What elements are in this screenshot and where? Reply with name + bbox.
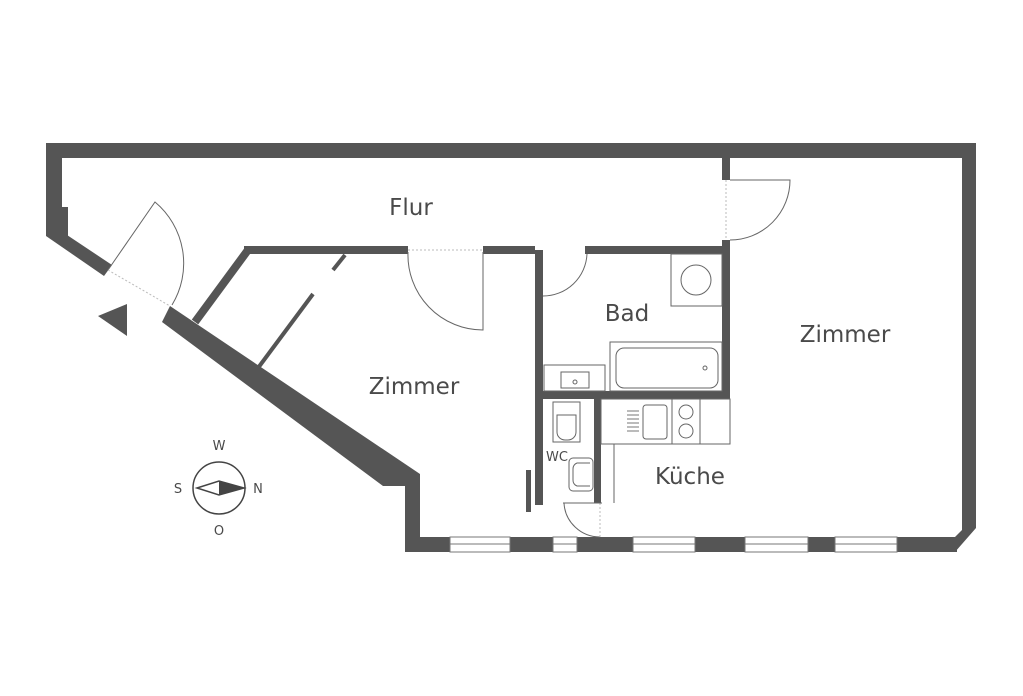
- entrance-arrow-icon: [98, 304, 127, 336]
- compass-o: O: [214, 524, 224, 539]
- toilet: [552, 401, 581, 443]
- bathtub: [609, 341, 723, 392]
- sink: [543, 364, 606, 392]
- room-label-zimmer-left: Zimmer: [369, 374, 460, 400]
- room-label-zimmer-right: Zimmer: [800, 322, 891, 348]
- windows: [449, 536, 898, 553]
- interior-walls: [191, 158, 730, 512]
- compass-icon: W S N O: [174, 439, 263, 539]
- bidet: [568, 457, 594, 492]
- kitchen-counter: [601, 443, 615, 503]
- compass-s: S: [174, 482, 182, 497]
- outer-walls: [46, 143, 976, 552]
- doors: [98, 179, 791, 538]
- fixtures: [543, 253, 731, 503]
- room-label-bad: Bad: [605, 301, 649, 327]
- room-label-kueche: Küche: [655, 464, 725, 490]
- washing-machine: [670, 253, 723, 307]
- room-label-flur: Flur: [389, 195, 433, 221]
- room-label-wc: WC: [546, 450, 568, 465]
- compass-w: W: [213, 439, 226, 454]
- compass-n: N: [253, 482, 263, 497]
